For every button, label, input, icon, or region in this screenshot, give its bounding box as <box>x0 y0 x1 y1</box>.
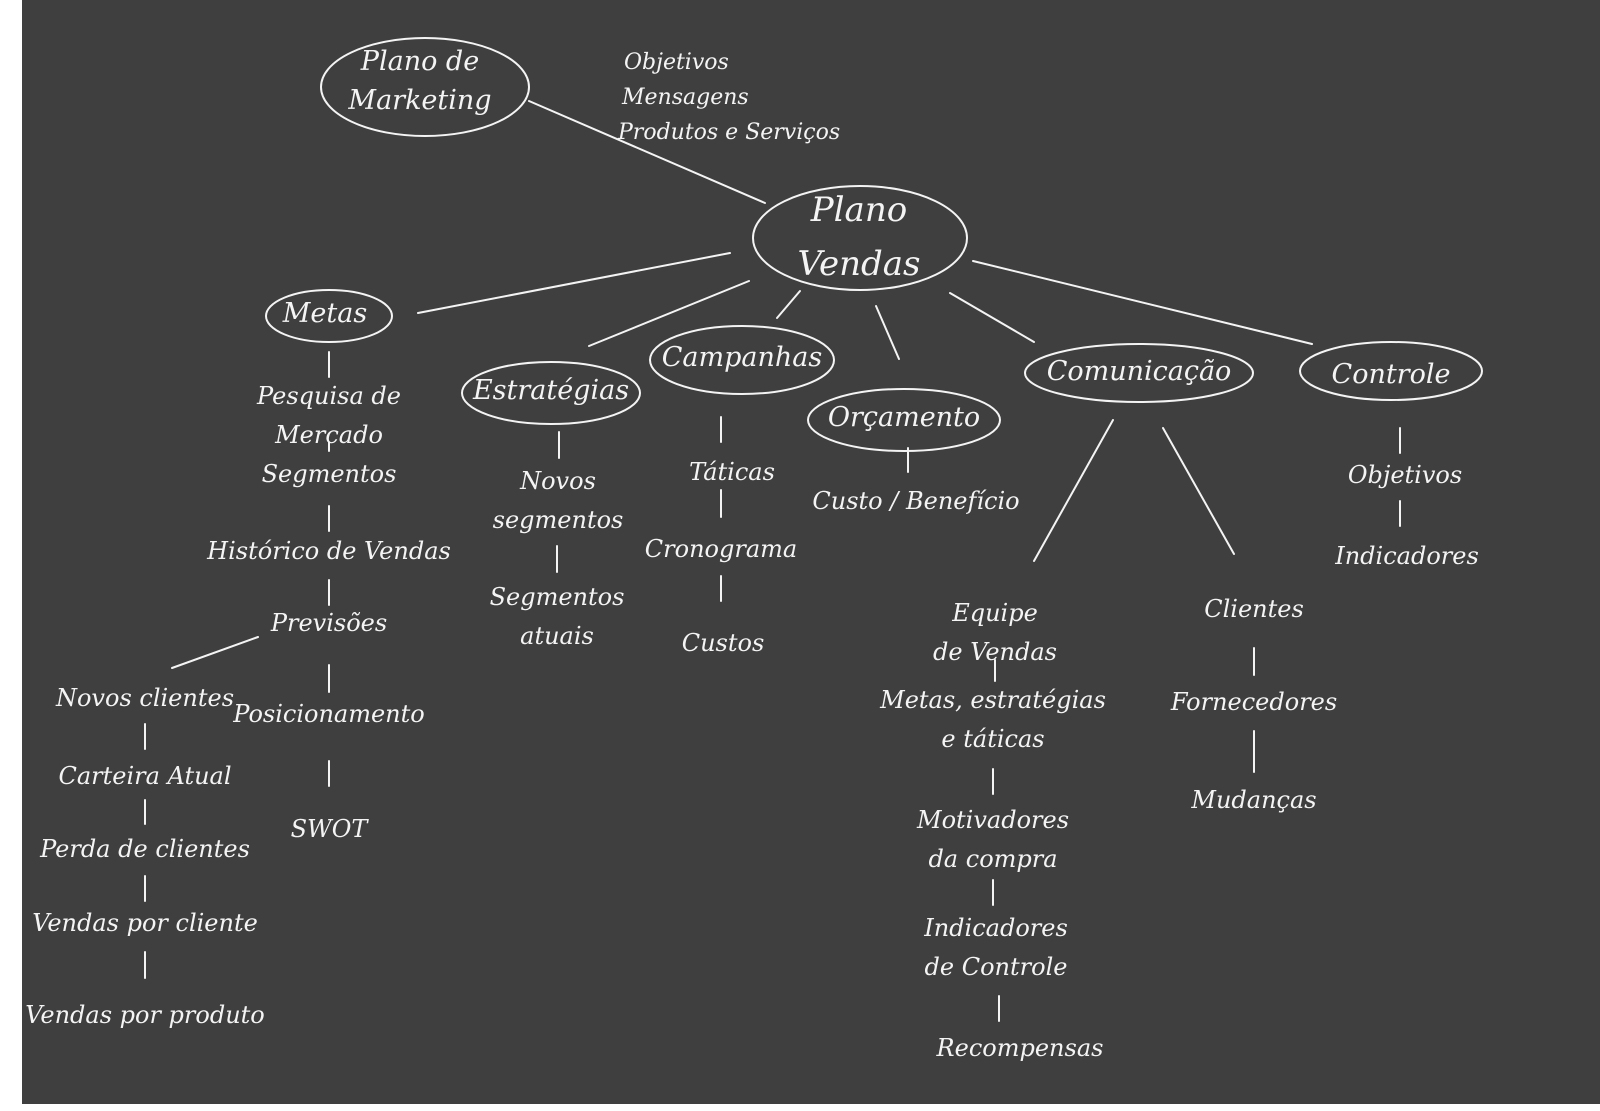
metas-historico: Histórico de Vendas <box>207 537 451 565</box>
metas-ellipse <box>265 289 393 343</box>
connector-vendas-orcamento <box>875 305 900 360</box>
connector-comunicacao-equipe <box>1033 419 1114 562</box>
metas-previsoes: Previsões <box>270 609 388 637</box>
metas-swot: SWOT <box>290 815 368 843</box>
estrategias-atuais: Segmentos atuais <box>490 578 625 656</box>
controle-objetivos: Objetivos <box>1347 461 1463 489</box>
metas-pesquisa: Pesquisa de Mercado Segmentos <box>257 377 401 494</box>
campanhas-title: Campanhas <box>661 342 823 373</box>
connector-vendas-metas <box>417 252 731 314</box>
campanhas-taticas: Táticas <box>689 458 775 486</box>
controle-ellipse <box>1299 341 1483 401</box>
equipe-indicadores: Indicadores de Controle <box>924 909 1068 987</box>
campanhas-cronograma: Cronograma <box>644 535 798 563</box>
equipe-metas: Metas, estratégias e táticas <box>880 681 1106 759</box>
connector-comunicacao-clientes <box>1162 427 1235 555</box>
comunicacao-ellipse <box>1024 343 1254 403</box>
orcamento-ellipse <box>807 388 1001 452</box>
plano-marketing-line2: Marketing <box>348 85 492 117</box>
comunicacao-clientes: Clientes <box>1204 595 1304 623</box>
metas-pesquisa-line2: Mercado <box>275 421 383 449</box>
estrategias-title: Estratégias <box>472 375 630 406</box>
marketing-note-produtos: Produtos e Serviços <box>618 120 841 145</box>
comunicacao-title: Comunicação <box>1046 356 1232 387</box>
orcamento-custo-beneficio: Custo / Benefício <box>812 487 1020 515</box>
plano-vendas-label: Plano Vendas <box>798 183 921 291</box>
connector-previsoes-novos <box>171 636 259 669</box>
clientes-vendas-produto: Vendas por produto <box>25 1001 265 1029</box>
equipe-vendas-line2: de Vendas <box>933 638 1057 666</box>
estrategias-atuais-line1: Segmentos <box>489 583 625 611</box>
estrategias-novos-line1: Novos <box>520 467 596 495</box>
plano-vendas-line2: Vendas <box>797 244 921 284</box>
campanhas-ellipse <box>649 325 835 395</box>
estrategias-novos-line2: segmentos <box>492 506 624 534</box>
marketing-notes: Objetivos Mensagens Produtos e Serviços <box>618 45 840 150</box>
comunicacao-mudancas: Mudanças <box>1191 786 1317 814</box>
equipe-motivadores-line2: da compra <box>928 845 1058 873</box>
equipe-vendas: Equipe de Vendas <box>933 594 1057 672</box>
estrategias-novos: Novos segmentos <box>493 462 624 540</box>
equipe-indicadores-line1: Indicadores <box>924 914 1068 942</box>
clientes-carteira: Carteira Atual <box>58 762 232 790</box>
estrategias-atuais-line2: atuais <box>520 622 594 650</box>
equipe-recompensas: Recompensas <box>936 1034 1104 1062</box>
connector-layer <box>144 37 1483 1022</box>
campanhas-custos: Custos <box>681 629 765 657</box>
equipe-indicadores-line2: de Controle <box>924 953 1068 981</box>
clientes-novos: Novos clientes <box>55 684 235 712</box>
connector-marketing-vendas <box>528 100 766 204</box>
connector-vendas-estrategias <box>588 280 750 347</box>
equipe-vendas-line1: Equipe <box>952 599 1038 627</box>
controle-indicadores: Indicadores <box>1335 542 1479 570</box>
equipe-metas-line2: e táticas <box>941 725 1045 753</box>
metas-title: Metas <box>282 298 368 329</box>
clientes-vendas-cliente: Vendas por cliente <box>32 909 258 937</box>
orcamento-title: Orçamento <box>827 402 981 433</box>
connector-vendas-campanhas <box>776 290 801 319</box>
plano-marketing-line1: Plano de <box>360 46 480 77</box>
marketing-note-objetivos: Objetivos <box>624 50 729 75</box>
equipe-motivadores-line1: Motivadores <box>916 806 1070 834</box>
plano-marketing-ellipse <box>320 37 530 137</box>
mind-map-board: Plano de Marketing Objetivos Mensagens P… <box>22 0 1600 1104</box>
marketing-note-mensagens: Mensagens <box>622 85 749 110</box>
metas-pesquisa-line3: Segmentos <box>261 460 397 488</box>
metas-posicionamento: Posicionamento <box>233 700 425 728</box>
comunicacao-fornecedores: Fornecedores <box>1170 688 1338 716</box>
metas-pesquisa-line1: Pesquisa de <box>257 382 401 410</box>
plano-vendas-ellipse <box>752 185 968 291</box>
controle-title: Controle <box>1331 359 1451 390</box>
connector-vendas-controle <box>972 260 1313 345</box>
estrategias-ellipse <box>461 361 641 425</box>
plano-vendas-line1: Plano <box>810 190 908 230</box>
connector-vendas-comunicacao <box>949 292 1035 343</box>
equipe-metas-line1: Metas, estratégias <box>880 686 1106 714</box>
plano-marketing-label: Plano de Marketing <box>348 42 491 120</box>
equipe-motivadores: Motivadores da compra <box>917 801 1069 879</box>
clientes-perda: Perda de clientes <box>40 835 250 863</box>
